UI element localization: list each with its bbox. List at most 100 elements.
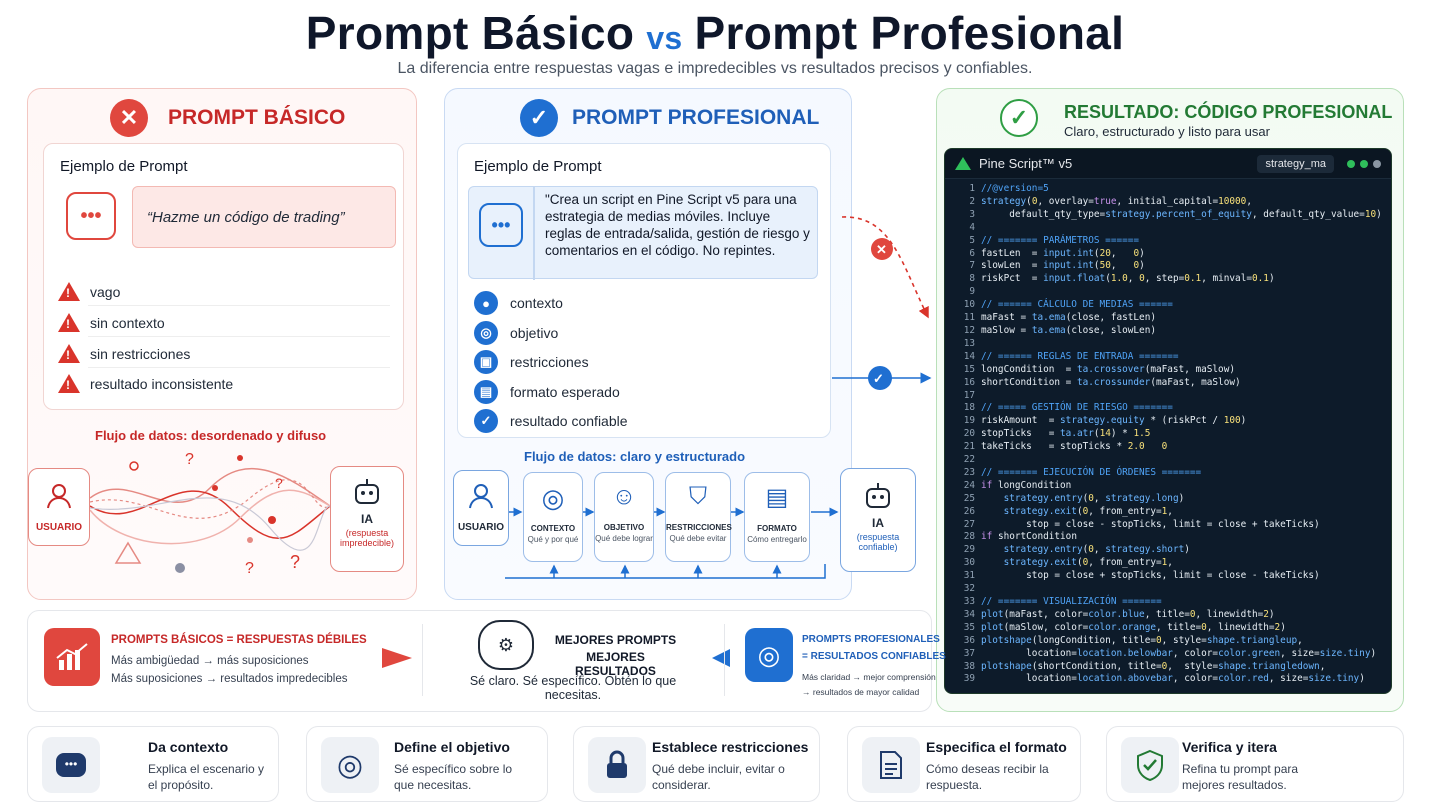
messy-flow-graphic: ? ? ? ? xyxy=(90,451,330,577)
line-number: 12 xyxy=(963,324,975,336)
code-text: plotshape(longCondition, title=0, style=… xyxy=(981,634,1303,646)
line-number: 32 xyxy=(963,583,975,595)
code-text: // ======= EJECUCIÓN DE ÓRDENES ======= xyxy=(981,466,1202,478)
code-line: 37 location=location.belowbar, color=col… xyxy=(945,648,1391,661)
file-tab[interactable]: strategy_ma xyxy=(1257,154,1334,173)
issue-label: vago xyxy=(90,283,121,300)
warning-icon xyxy=(58,374,80,393)
shield-icon: ⛉ xyxy=(689,483,707,510)
code-line: 4 xyxy=(945,222,1391,235)
code-line: 28 if shortCondition xyxy=(945,531,1391,544)
issue-label: resultado inconsistente xyxy=(90,375,234,392)
feature-item: ✓resultado confiable xyxy=(474,409,628,433)
feature-item: ▤formato esperado xyxy=(474,380,620,404)
check-icon: ✓ xyxy=(1000,99,1038,137)
code-line: 27 stop = close - stopTicks, limit = clo… xyxy=(945,519,1391,532)
ai-sub: (respuesta confiable) xyxy=(856,532,900,552)
svg-text:?: ? xyxy=(275,475,283,491)
code-line: 16 shortCondition = ta.crossunder(maFast,… xyxy=(945,377,1391,390)
code-line: 22 xyxy=(945,454,1391,467)
line-number: 23 xyxy=(963,466,975,478)
code-text: // ====== CÁLCULO DE MEDIAS ====== xyxy=(981,299,1173,311)
code-text: if shortCondition xyxy=(981,531,1077,543)
code-line: 33// ======= VISUALIZACIÓN ======= xyxy=(945,596,1391,609)
code-text: // ======= PARÁMETROS ====== xyxy=(981,234,1140,246)
user-label: USUARIO xyxy=(457,522,505,533)
issue-item: resultado inconsistente xyxy=(58,374,233,393)
banner-center-title: MEJORES RESULTADOS xyxy=(575,650,656,678)
step-label: RESTRICCIONES xyxy=(666,523,732,532)
code-text: default_qty_type=strategy.percent_of_equ… xyxy=(981,208,1382,220)
line-number: 17 xyxy=(963,389,975,401)
line-number: 25 xyxy=(963,492,975,504)
line-number: 36 xyxy=(963,634,975,646)
code-text: location=location.abovebar, color=color.… xyxy=(981,673,1365,685)
tip-desc: Cómo deseas recibir la respuesta. xyxy=(926,762,1049,792)
code-line: 17 xyxy=(945,390,1391,403)
shield-check-icon: ✓ xyxy=(474,409,498,433)
ai-sub: (respuesta impredecible) xyxy=(339,528,395,548)
ai-label: IA xyxy=(361,512,373,526)
banner-right-title: PROMPTS PROFESIONALES xyxy=(802,634,940,645)
user-label: USUARIO xyxy=(35,522,83,533)
tip-card: ◎ Define el objetivo Sé específico sobre… xyxy=(306,726,548,802)
pro-example-card: Ejemplo de Prompt ••• "Crea un script en… xyxy=(457,143,831,438)
line-number: 5 xyxy=(969,234,975,246)
divider xyxy=(88,336,390,337)
line-number: 24 xyxy=(963,479,975,491)
divider xyxy=(88,367,390,368)
code-text: strategy(0, overlay=true, initial_capita… xyxy=(981,195,1252,207)
code-line: 10// ====== CÁLCULO DE MEDIAS ====== xyxy=(945,299,1391,312)
code-text: stop = close - stopTicks, limit = close … xyxy=(981,518,1320,530)
feature-label: formato esperado xyxy=(510,384,620,400)
svg-text:✓: ✓ xyxy=(873,371,884,386)
basic-user-node: USUARIO xyxy=(28,468,90,546)
feature-item: ●contexto xyxy=(474,291,563,315)
line-number: 29 xyxy=(963,544,975,556)
editor-titlebar: Pine Script™ v5 strategy_ma xyxy=(945,149,1391,179)
code-line: 9 xyxy=(945,286,1391,299)
divider xyxy=(533,187,535,280)
code-line: 32 xyxy=(945,583,1391,596)
line-number: 16 xyxy=(963,376,975,388)
step-sub: Qué debe lograr xyxy=(595,534,653,543)
code-text: fastLen = input.int(20, 0) xyxy=(981,247,1145,259)
line-number: 37 xyxy=(963,647,975,659)
feature-item: ▣restricciones xyxy=(474,350,589,374)
tip-card: Establece restricciones Qué debe incluir… xyxy=(573,726,820,802)
code-text: plot(maSlow, color=color.orange, title=0… xyxy=(981,621,1286,633)
title-left: Prompt Básico xyxy=(305,7,635,59)
line-number: 28 xyxy=(963,531,975,543)
code-line: 3 default_qty_type=strategy.percent_of_e… xyxy=(945,209,1391,222)
code-text: stopTicks = ta.atr(14) * 1.5 xyxy=(981,428,1151,440)
code-text: shortCondition = ta.crossunder(maFast, m… xyxy=(981,376,1241,388)
basic-flow-label: Flujo de datos: desordenado y difuso xyxy=(95,428,327,443)
step-format: ▤ FORMATO Cómo entregarlo xyxy=(744,472,810,562)
basic-heading: PROMPT BÁSICO xyxy=(168,106,346,129)
code-editor: Pine Script™ v5 strategy_ma 1//@version=… xyxy=(944,148,1392,694)
code-text: plot(maFast, color=color.blue, title=0, … xyxy=(981,608,1275,620)
pro-flow-arrows xyxy=(505,507,839,579)
svg-text:✕: ✕ xyxy=(876,242,887,257)
feature-label: objetivo xyxy=(510,325,559,341)
pro-prompt-text: "Crea un script en Pine Script v5 para u… xyxy=(545,192,810,258)
issue-label: sin restricciones xyxy=(90,345,191,362)
line-number: 20 xyxy=(963,428,975,440)
warning-icon xyxy=(58,313,80,332)
divider xyxy=(422,624,423,696)
code-line: 31 stop = close + stopTicks, limit = clo… xyxy=(945,570,1391,583)
basic-example-card: Ejemplo de Prompt ••• “Hazme un código d… xyxy=(43,143,404,410)
document-icon: ▤ xyxy=(765,484,789,511)
line-number: 38 xyxy=(963,660,975,672)
code-text: riskPct = input.float(1.0, 0, step=0.1, … xyxy=(981,273,1275,285)
divider xyxy=(88,305,390,306)
pro-user-node: USUARIO xyxy=(453,470,509,546)
code-line: 23 // ======= EJECUCIÓN DE ÓRDENES ======… xyxy=(945,467,1391,480)
shield-check-icon xyxy=(1121,737,1179,793)
